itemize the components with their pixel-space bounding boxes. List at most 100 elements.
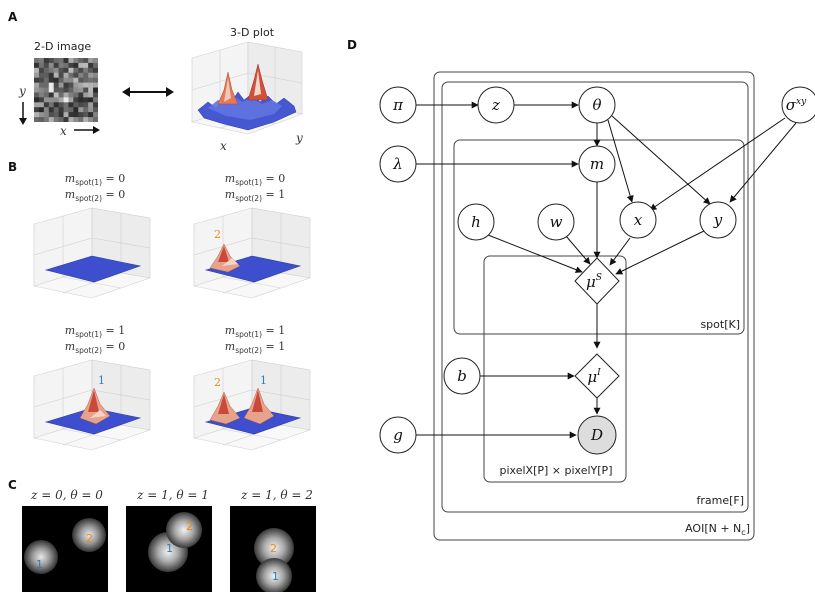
- node-h: [457, 203, 495, 241]
- noise-pixel: [93, 82, 98, 88]
- noise-pixel: [38, 77, 45, 83]
- aoi-plate: [433, 71, 755, 541]
- noise-pixel: [38, 62, 45, 69]
- b-plot-3: 1: [33, 359, 151, 451]
- noise-pixel: [43, 77, 50, 83]
- node-d-observed: [577, 415, 617, 455]
- noise-pixel: [63, 77, 69, 83]
- pixel-plate-label: pixelX[P] × pixelY[P]: [500, 464, 613, 477]
- noise-pixel: [58, 112, 64, 118]
- c-tile-3-title: z = 1, θ = 2: [241, 488, 313, 502]
- c-tile-3-label-2: 2: [270, 542, 277, 555]
- noise-pixel: [63, 117, 69, 122]
- node-w: [537, 203, 575, 241]
- noise-pixel: [43, 92, 50, 98]
- noise-pixel: [58, 58, 64, 64]
- noise-pixels: [34, 58, 98, 122]
- noise-pixel: [78, 67, 84, 74]
- noise-pixel: [68, 112, 74, 118]
- noise-pixel: [93, 102, 98, 108]
- panel-letter-b: B: [8, 160, 18, 174]
- frame-plate-label: frame[F]: [696, 494, 744, 507]
- noise-pixel: [93, 67, 98, 74]
- noise-pixel: [68, 87, 74, 93]
- c-tile-2-title: z = 1, θ = 1: [137, 488, 209, 502]
- noise-pixel: [58, 117, 64, 122]
- node-mu-s: [574, 257, 620, 305]
- noise-pixel: [34, 67, 40, 74]
- noise-pixel: [63, 72, 69, 78]
- panel-letter-d: D: [347, 38, 357, 52]
- noise-pixel: [48, 112, 54, 118]
- noise-pixel: [38, 107, 45, 113]
- c-tile-2-label-2: 2: [186, 520, 193, 533]
- noise-pixel: [58, 97, 64, 103]
- image-y-axis-label: y: [19, 84, 26, 98]
- b-plot-4-peak-label-2: 2: [214, 376, 221, 389]
- node-lambda-label: λ: [392, 155, 403, 173]
- noise-pixel: [48, 82, 54, 88]
- noise-pixel: [93, 107, 98, 113]
- noise-pixel: [88, 82, 94, 88]
- noise-pixel: [63, 102, 69, 108]
- node-g: [379, 416, 417, 454]
- noise-pixel: [34, 112, 40, 118]
- noise-pixel: [63, 112, 69, 118]
- node-y-label: y: [713, 211, 723, 229]
- noise-pixel: [48, 62, 54, 69]
- noise-pixel: [73, 92, 79, 98]
- noise-pixel: [53, 97, 59, 103]
- b-plot-4-peak-label-1: 1: [260, 374, 267, 387]
- spot-plate-label: spot[K]: [700, 318, 740, 331]
- edge-theta-x: [607, 119, 634, 203]
- c-tile-1-title: z = 0, θ = 0: [31, 488, 103, 502]
- noise-pixel: [68, 72, 74, 78]
- node-mu-i-label: μI: [587, 368, 601, 386]
- noise-pixel: [38, 102, 45, 108]
- c-tile-3-label-1: 1: [272, 570, 279, 583]
- noise-pixel: [43, 72, 50, 78]
- noise-pixel: [34, 92, 40, 98]
- b-plot-3-peak-label: 1: [98, 374, 105, 387]
- plot-x-axis-label: x: [220, 139, 227, 153]
- noise-pixel: [93, 62, 98, 69]
- node-m: [578, 145, 616, 183]
- node-y: [699, 201, 737, 239]
- edge-h-mus: [487, 234, 583, 273]
- noise-pixel: [48, 58, 54, 64]
- noise-pixel: [63, 62, 69, 69]
- noise-pixel: [78, 112, 84, 118]
- noise-pixel: [68, 92, 74, 98]
- noise-pixel: [34, 58, 40, 64]
- noise-pixel: [78, 72, 84, 78]
- noise-pixel: [78, 62, 84, 69]
- b-eq-2-line-1: mspot(1) = 0: [224, 172, 286, 187]
- noise-pixel: [73, 77, 79, 83]
- c-tile-3-spot-1: [256, 558, 292, 592]
- noise-pixel: [43, 102, 50, 108]
- edge-w-mus: [565, 235, 591, 265]
- b-plot-1: [33, 207, 151, 299]
- c-tile-1-spot-2: [72, 518, 106, 552]
- noise-pixel: [68, 62, 74, 69]
- noise-pixel: [34, 117, 40, 122]
- noise-pixel: [73, 87, 79, 93]
- noise-pixel: [38, 97, 45, 103]
- noise-pixel: [58, 62, 64, 69]
- noise-pixel: [88, 72, 94, 78]
- node-z-label: z: [491, 96, 500, 114]
- noise-pixel: [58, 107, 64, 113]
- noise-pixel: [88, 112, 94, 118]
- noise-pixel: [83, 102, 89, 108]
- noise-pixel: [53, 117, 59, 122]
- noise-pixel: [38, 67, 45, 74]
- c-tile-1-spot-1: [24, 540, 58, 574]
- c-tile-3: 2 1: [230, 506, 316, 592]
- noise-pixel: [83, 117, 89, 122]
- noise-pixel: [38, 92, 45, 98]
- edge-sigma-x: [649, 117, 786, 211]
- edge-y-mus: [615, 229, 707, 275]
- aoi-plate-label: AOI[N + Nc]: [685, 522, 750, 537]
- noise-pixel: [34, 62, 40, 69]
- node-b-label: b: [457, 367, 467, 385]
